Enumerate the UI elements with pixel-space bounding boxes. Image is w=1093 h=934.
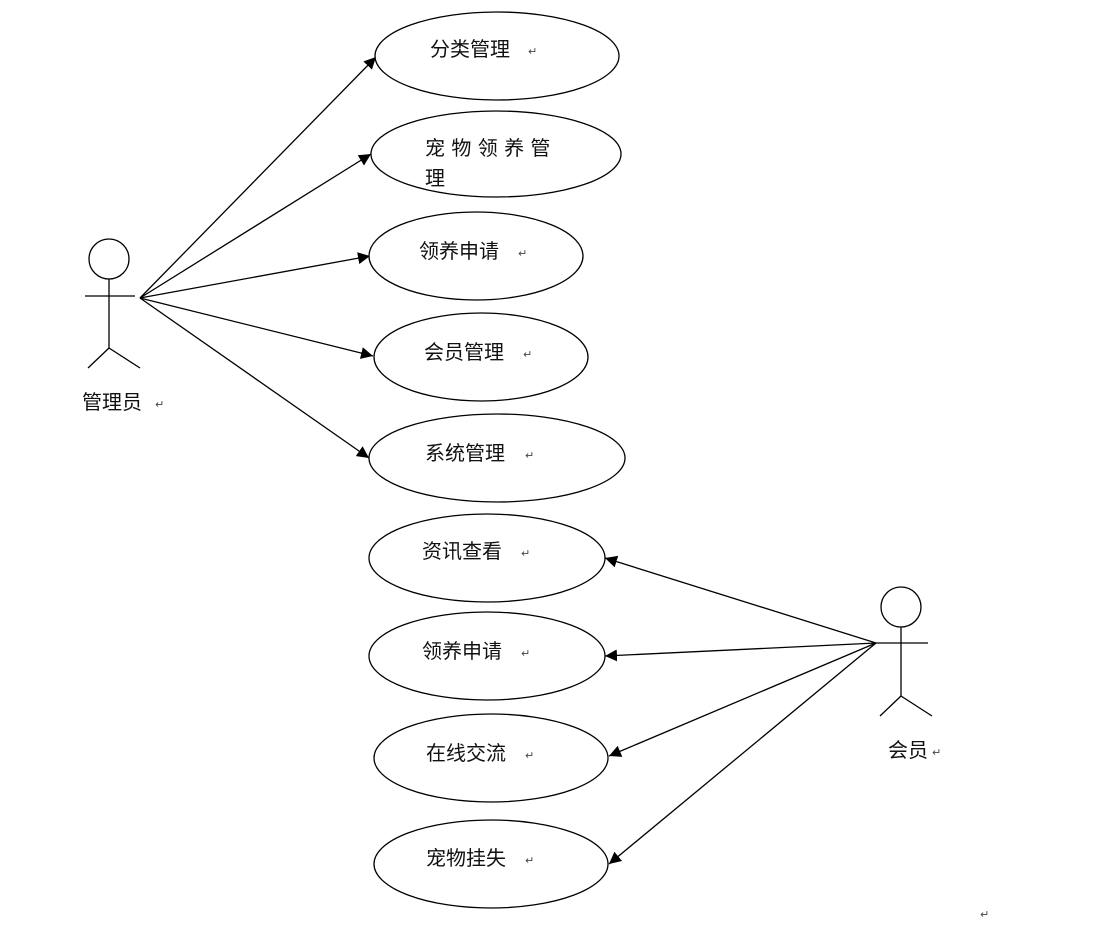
paragraph-mark: ↵ bbox=[525, 854, 534, 867]
assoc-member-pet-lost bbox=[608, 642, 877, 865]
admin-actor-left-leg bbox=[87, 347, 110, 369]
use-case-label: 分类管理 bbox=[430, 37, 510, 61]
paragraph-mark: ↵ bbox=[932, 746, 941, 759]
paragraph-mark: ↵ bbox=[525, 749, 534, 762]
paragraph-mark: ↵ bbox=[523, 348, 532, 361]
assoc-admin-pet-adoption bbox=[139, 153, 372, 299]
assoc-admin-category bbox=[139, 56, 377, 299]
use-case-online-communication: 在线交流 ↵ bbox=[373, 713, 609, 803]
member-actor-left-leg bbox=[879, 695, 902, 717]
admin-actor-head bbox=[88, 238, 130, 280]
member-actor-label: 会员 bbox=[888, 738, 928, 762]
use-case-label: 宠物挂失 bbox=[426, 846, 506, 870]
admin-actor-right-leg bbox=[108, 347, 141, 369]
use-case-category-management: 分类管理 ↵ bbox=[374, 11, 620, 101]
paragraph-mark: ↵ bbox=[521, 647, 530, 660]
use-case-system-management: 系统管理 ↵ bbox=[368, 413, 626, 503]
use-case-ellipse bbox=[368, 611, 606, 701]
use-case-ellipse bbox=[373, 312, 589, 402]
paragraph-mark: ↵ bbox=[980, 908, 989, 921]
assoc-admin-system-mgmt bbox=[139, 297, 370, 459]
paragraph-mark: ↵ bbox=[525, 449, 534, 462]
use-case-adoption-application-member: 领养申请 ↵ bbox=[368, 611, 606, 701]
use-case-news-viewing: 资讯查看 ↵ bbox=[368, 513, 606, 603]
member-actor-head bbox=[880, 586, 922, 628]
use-case-ellipse bbox=[374, 11, 620, 101]
use-case-ellipse bbox=[373, 819, 609, 909]
assoc-member-adopt-apply bbox=[604, 642, 877, 662]
use-case-ellipse bbox=[368, 513, 606, 603]
member-actor: 会员 ↵ bbox=[876, 586, 941, 762]
use-case-label-line1: 宠 物 领 养 管 bbox=[425, 136, 550, 160]
use-case-label: 领养申请 bbox=[419, 239, 499, 263]
assoc-admin-adopt-apply bbox=[139, 252, 371, 299]
use-case-ellipse bbox=[368, 211, 584, 301]
admin-actor-label: 管理员 bbox=[82, 390, 142, 414]
paragraph-mark: ↵ bbox=[518, 247, 527, 260]
assoc-admin-member-mgmt bbox=[139, 297, 374, 359]
member-actor-right-leg bbox=[900, 695, 933, 717]
use-case-ellipse bbox=[370, 110, 622, 198]
use-case-label: 会员管理 bbox=[424, 340, 504, 364]
use-case-pet-adoption-management: 宠 物 领 养 管 理 bbox=[370, 110, 622, 198]
use-case-label: 资讯查看 bbox=[422, 539, 502, 563]
use-case-member-management: 会员管理 ↵ bbox=[373, 312, 589, 402]
paragraph-mark: ↵ bbox=[155, 398, 164, 411]
use-case-label-line2: 理 bbox=[425, 166, 445, 190]
use-case-ellipse bbox=[373, 713, 609, 803]
use-case-pet-lost-report: 宠物挂失 ↵ bbox=[373, 819, 609, 909]
use-case-label: 领养申请 bbox=[422, 639, 502, 663]
assoc-member-online-chat bbox=[608, 642, 877, 757]
use-case-adoption-application-admin: 领养申请 ↵ bbox=[368, 211, 584, 301]
paragraph-mark: ↵ bbox=[528, 45, 537, 58]
use-case-label: 系统管理 bbox=[425, 441, 505, 465]
use-case-ellipse bbox=[368, 413, 626, 503]
use-case-label: 在线交流 bbox=[426, 741, 506, 765]
paragraph-mark: ↵ bbox=[521, 547, 530, 560]
admin-actor: 管理员 ↵ bbox=[82, 238, 164, 414]
assoc-member-news-view bbox=[604, 555, 877, 644]
